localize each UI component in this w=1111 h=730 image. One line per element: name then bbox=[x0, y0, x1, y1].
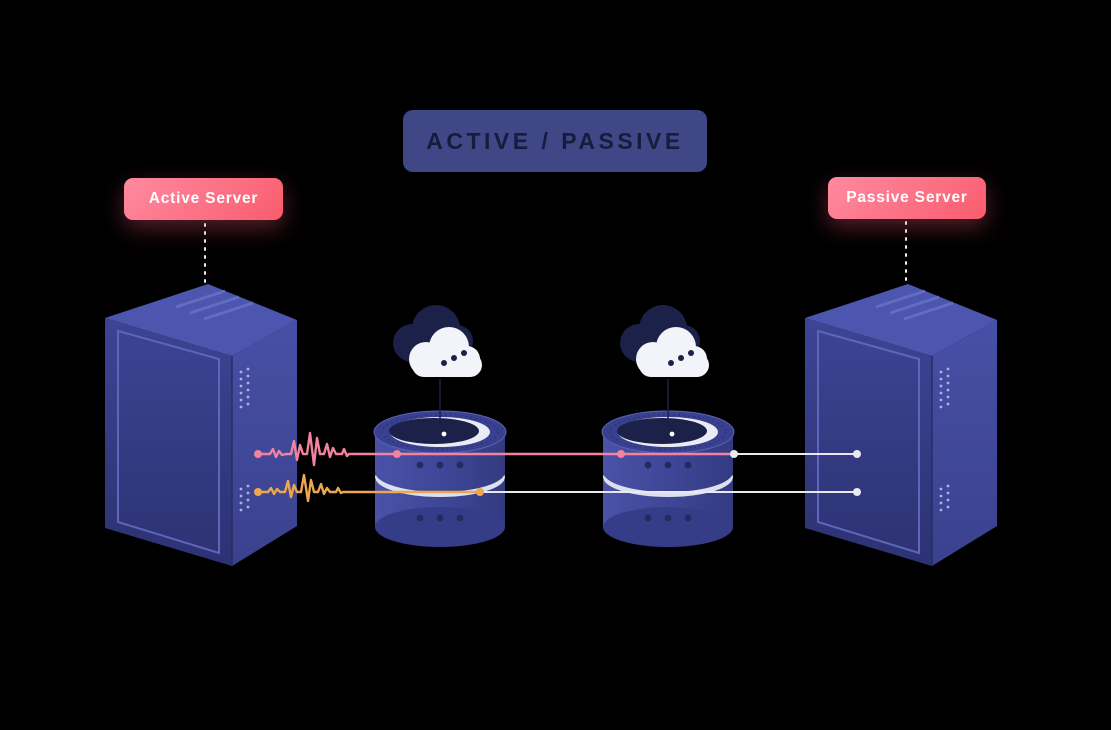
cloud-icon bbox=[620, 305, 709, 377]
active-server-label: Active Server bbox=[124, 178, 283, 220]
active-server-tower bbox=[103, 282, 299, 568]
replication-link-bottom bbox=[258, 473, 857, 503]
primary-database bbox=[373, 410, 507, 548]
replica-database bbox=[601, 410, 735, 548]
passive-server-tower bbox=[803, 282, 999, 568]
passive-server-label-text: Passive Server bbox=[846, 189, 968, 206]
active-server-label-text: Active Server bbox=[148, 190, 259, 207]
title-badge: ACTIVE / PASSIVE bbox=[403, 110, 707, 172]
cloud-stem-right bbox=[665, 379, 671, 430]
title-text: ACTIVE / PASSIVE bbox=[426, 127, 684, 154]
cloud-stem-left bbox=[437, 379, 443, 430]
link-endpoint-dots bbox=[254, 450, 861, 496]
replication-link-top bbox=[258, 431, 857, 467]
cloud-icon bbox=[393, 305, 482, 377]
passive-server-label: Passive Server bbox=[828, 177, 986, 219]
